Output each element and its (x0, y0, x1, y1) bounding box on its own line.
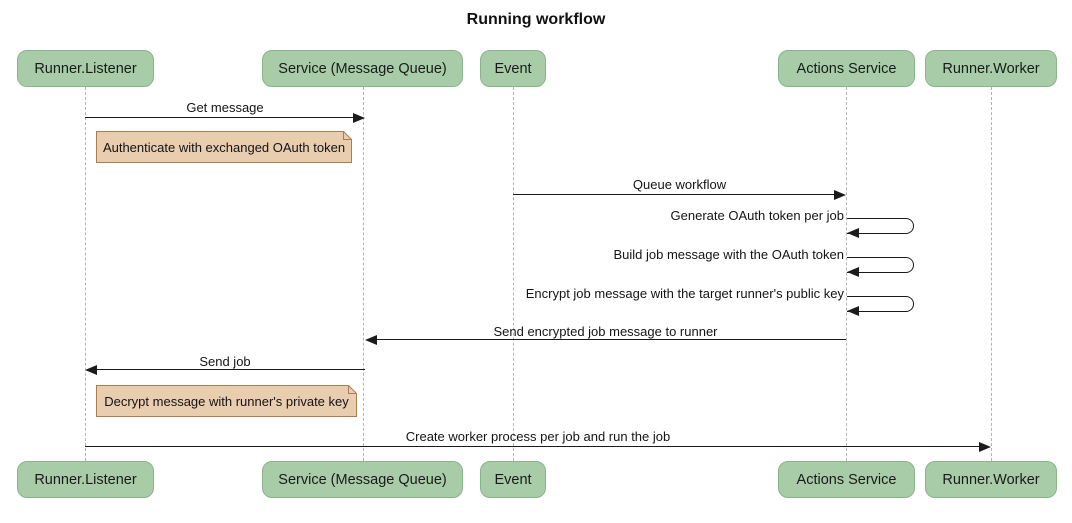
arrowhead-left-icon (847, 267, 859, 277)
message-label-send-job: Send job (199, 354, 251, 369)
note-shape-icon (96, 385, 357, 417)
participant-service-message-queue-top: Service (Message Queue) (262, 50, 463, 87)
lifeline-runner-listener (85, 87, 86, 461)
participant-actions-service-bottom: Actions Service (778, 461, 915, 498)
note-authenticate: Authenticate with exchanged OAuth token (96, 131, 352, 163)
lifeline-event (513, 87, 514, 461)
participant-runner-worker-bottom: Runner.Worker (925, 461, 1057, 498)
arrowhead-left-icon (847, 228, 859, 238)
message-line-queue-workflow (513, 194, 834, 195)
arrowhead-left-icon (847, 306, 859, 316)
note-text: Authenticate with exchanged OAuth token (102, 139, 346, 155)
note-decrypt: Decrypt message with runner's private ke… (96, 385, 357, 417)
message-line-create-worker (85, 446, 979, 447)
participant-event-bottom: Event (480, 461, 546, 498)
self-loop-encrypt-job-message (847, 296, 914, 312)
note-shape-icon (96, 131, 352, 163)
participant-actions-service-top: Actions Service (778, 50, 915, 87)
message-label-queue-workflow: Queue workflow (632, 177, 727, 192)
message-label-get-message: Get message (186, 100, 264, 115)
message-label-build-job-message: Build job message with the OAuth token (613, 247, 844, 262)
message-label-encrypt-job-message: Encrypt job message with the target runn… (525, 286, 844, 301)
lifeline-actions-service (846, 87, 847, 461)
participant-runner-listener-bottom: Runner.Listener (17, 461, 154, 498)
lifeline-runner-worker (991, 87, 992, 461)
arrowhead-right-icon (353, 113, 365, 123)
arrowhead-left-icon (85, 365, 97, 375)
participant-event-top: Event (480, 50, 546, 87)
self-loop-build-job-message (847, 257, 914, 273)
participant-runner-listener-top: Runner.Listener (17, 50, 154, 87)
arrowhead-right-icon (834, 190, 846, 200)
participant-service-message-queue-bottom: Service (Message Queue) (262, 461, 463, 498)
participant-runner-worker-top: Runner.Worker (925, 50, 1057, 87)
message-line-send-job (96, 369, 365, 370)
message-line-send-encrypted (376, 339, 846, 340)
diagram-title: Running workflow (466, 11, 606, 28)
message-line-get-message (85, 117, 353, 118)
message-label-send-encrypted: Send encrypted job message to runner (493, 324, 718, 339)
message-label-generate-oauth-token: Generate OAuth token per job (670, 208, 844, 223)
arrowhead-right-icon (979, 442, 991, 452)
lifeline-service-message-queue (363, 87, 364, 461)
self-loop-generate-oauth-token (847, 218, 914, 234)
message-label-create-worker: Create worker process per job and run th… (405, 429, 671, 444)
note-text: Decrypt message with runner's private ke… (104, 393, 349, 409)
arrowhead-left-icon (365, 335, 377, 345)
